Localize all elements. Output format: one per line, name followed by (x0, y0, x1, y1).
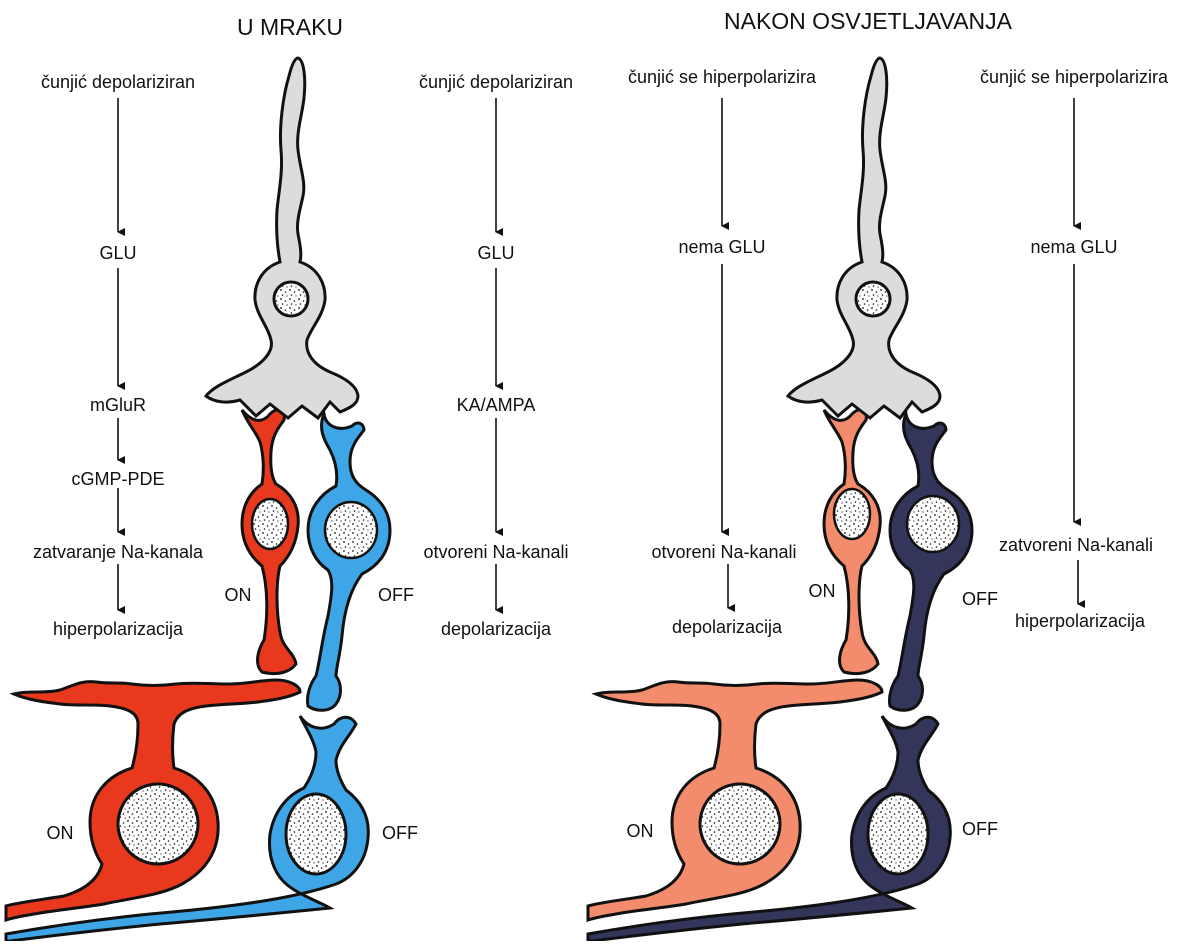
dark-off-bipolar-nucleus (325, 502, 377, 558)
dark-off-ganglion-label: OFF (382, 824, 418, 842)
light-off-bipolar-nucleus (907, 496, 959, 552)
light-left-step-2: nema GLU (678, 238, 765, 256)
light-right-step-4: hiperpolarizacija (1015, 612, 1145, 630)
dark-right-step-3: KA/AMPA (457, 396, 536, 414)
light-cone-photoreceptor (788, 58, 940, 418)
dark-on-ganglion-nucleus (118, 784, 198, 864)
dark-panel-cells (6, 58, 390, 941)
dark-on-bipolar-nucleus (252, 499, 288, 549)
dark-right-step-1: čunjić depolariziran (419, 73, 573, 91)
light-left-step-3: otvoreni Na-kanali (651, 543, 796, 561)
dark-left-step-6: hiperpolarizacija (53, 620, 183, 638)
dark-right-step-5: depolarizacija (441, 620, 551, 638)
light-on-ganglion-label: ON (627, 822, 654, 840)
dark-panel-title: U MRAKU (237, 16, 343, 39)
dark-left-step-1: čunjić depolariziran (41, 73, 195, 91)
dark-left-step-2: GLU (99, 244, 136, 262)
light-off-bipolar-cell (889, 414, 972, 710)
dark-right-step-4: otvoreni Na-kanali (423, 543, 568, 561)
dark-on-bipolar-label: ON (225, 586, 252, 604)
dark-left-step-4: cGMP-PDE (71, 470, 164, 488)
light-on-bipolar-nucleus (834, 489, 870, 539)
light-left-step-1: čunjić se hiperpolarizira (628, 68, 816, 86)
dark-off-ganglion-nucleus (286, 794, 346, 874)
dark-right-step-2: GLU (477, 244, 514, 262)
light-on-ganglion-nucleus (700, 784, 780, 864)
dark-left-step-5: zatvaranje Na-kanala (33, 543, 203, 561)
light-on-bipolar-label: ON (809, 582, 836, 600)
light-right-step-3: zatvoreni Na-kanali (999, 536, 1153, 554)
light-panel-cells (588, 58, 972, 941)
dark-cone-photoreceptor (206, 58, 358, 418)
light-left-step-4: depolarizacija (672, 618, 782, 636)
light-off-ganglion-label: OFF (962, 820, 998, 838)
light-right-step-2: nema GLU (1030, 238, 1117, 256)
light-panel-title: NAKON OSVJETLJAVANJA (724, 10, 1012, 33)
light-right-step-1: čunjić se hiperpolarizira (980, 68, 1168, 86)
light-off-ganglion-nucleus (868, 794, 928, 874)
dark-off-bipolar-label: OFF (378, 586, 414, 604)
dark-off-bipolar-cell (307, 414, 390, 710)
light-on-bipolar-cell (824, 410, 880, 674)
dark-left-step-3: mGluR (90, 396, 146, 414)
light-off-bipolar-label: OFF (962, 590, 998, 608)
dark-on-ganglion-label: ON (47, 824, 74, 842)
